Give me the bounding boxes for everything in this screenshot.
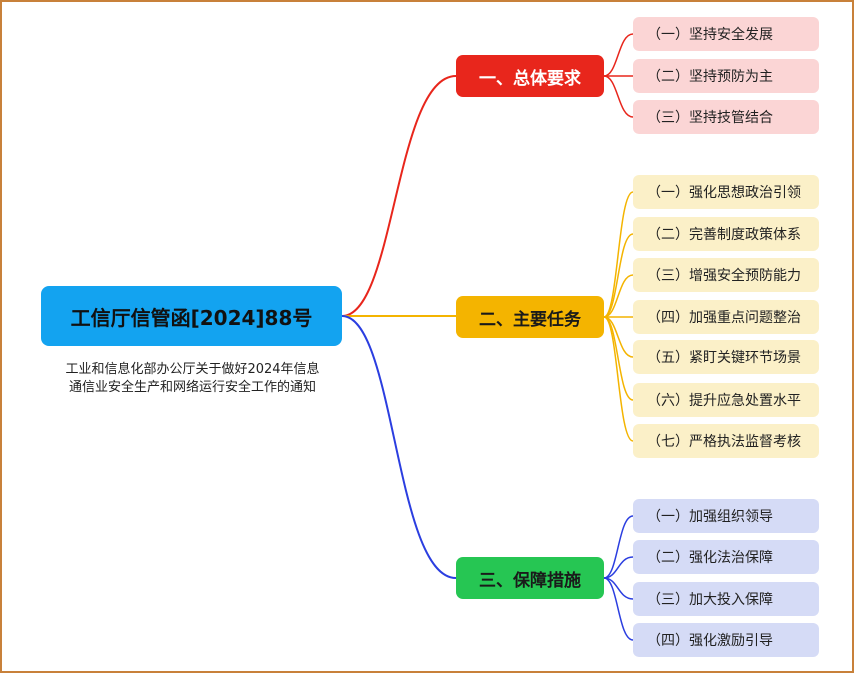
leaf-node[interactable]: （六）提升应急处置水平 xyxy=(633,383,819,417)
connectors-branch-1-leaves xyxy=(603,33,634,118)
branch-main-tasks[interactable]: 二、主要任务 xyxy=(456,296,604,338)
leaf-node[interactable]: （七）严格执法监督考核 xyxy=(633,424,819,458)
leaf-node[interactable]: （五）紧盯关键环节场景 xyxy=(633,340,819,374)
root-subtitle: 工业和信息化部办公厅关于做好2024年信息 通信业安全生产和网络运行安全工作的通… xyxy=(40,361,345,397)
leaf-node[interactable]: （三）加大投入保障 xyxy=(633,582,819,616)
branch-general-requirements[interactable]: 一、总体要求 xyxy=(456,55,604,97)
leaf-node[interactable]: （二）完善制度政策体系 xyxy=(633,217,819,251)
leaf-node[interactable]: （一）强化思想政治引领 xyxy=(633,175,819,209)
leaf-node[interactable]: （四）强化激励引导 xyxy=(633,623,819,657)
connector-branch-1 xyxy=(341,75,457,317)
connectors-branch-3-leaves xyxy=(603,515,634,641)
leaf-node[interactable]: （三）坚持技管结合 xyxy=(633,100,819,134)
leaf-node[interactable]: （一）坚持安全发展 xyxy=(633,17,819,51)
subtitle-line-2: 通信业安全生产和网络运行安全工作的通知 xyxy=(68,380,316,395)
subtitle-line-1: 工业和信息化部办公厅关于做好2024年信息 xyxy=(65,362,320,377)
connector-branch-3 xyxy=(341,315,457,579)
leaf-node[interactable]: （一）加强组织领导 xyxy=(633,499,819,533)
leaf-node[interactable]: （二）强化法治保障 xyxy=(633,540,819,574)
branch-safeguard-measures[interactable]: 三、保障措施 xyxy=(456,557,604,599)
root-node[interactable]: 工信厅信管函[2024]88号 xyxy=(41,286,342,346)
leaf-node[interactable]: （三）增强安全预防能力 xyxy=(633,258,819,292)
connectors-branch-2-leaves xyxy=(603,191,634,442)
leaf-node[interactable]: （二）坚持预防为主 xyxy=(633,59,819,93)
leaf-node[interactable]: （四）加强重点问题整治 xyxy=(633,300,819,334)
